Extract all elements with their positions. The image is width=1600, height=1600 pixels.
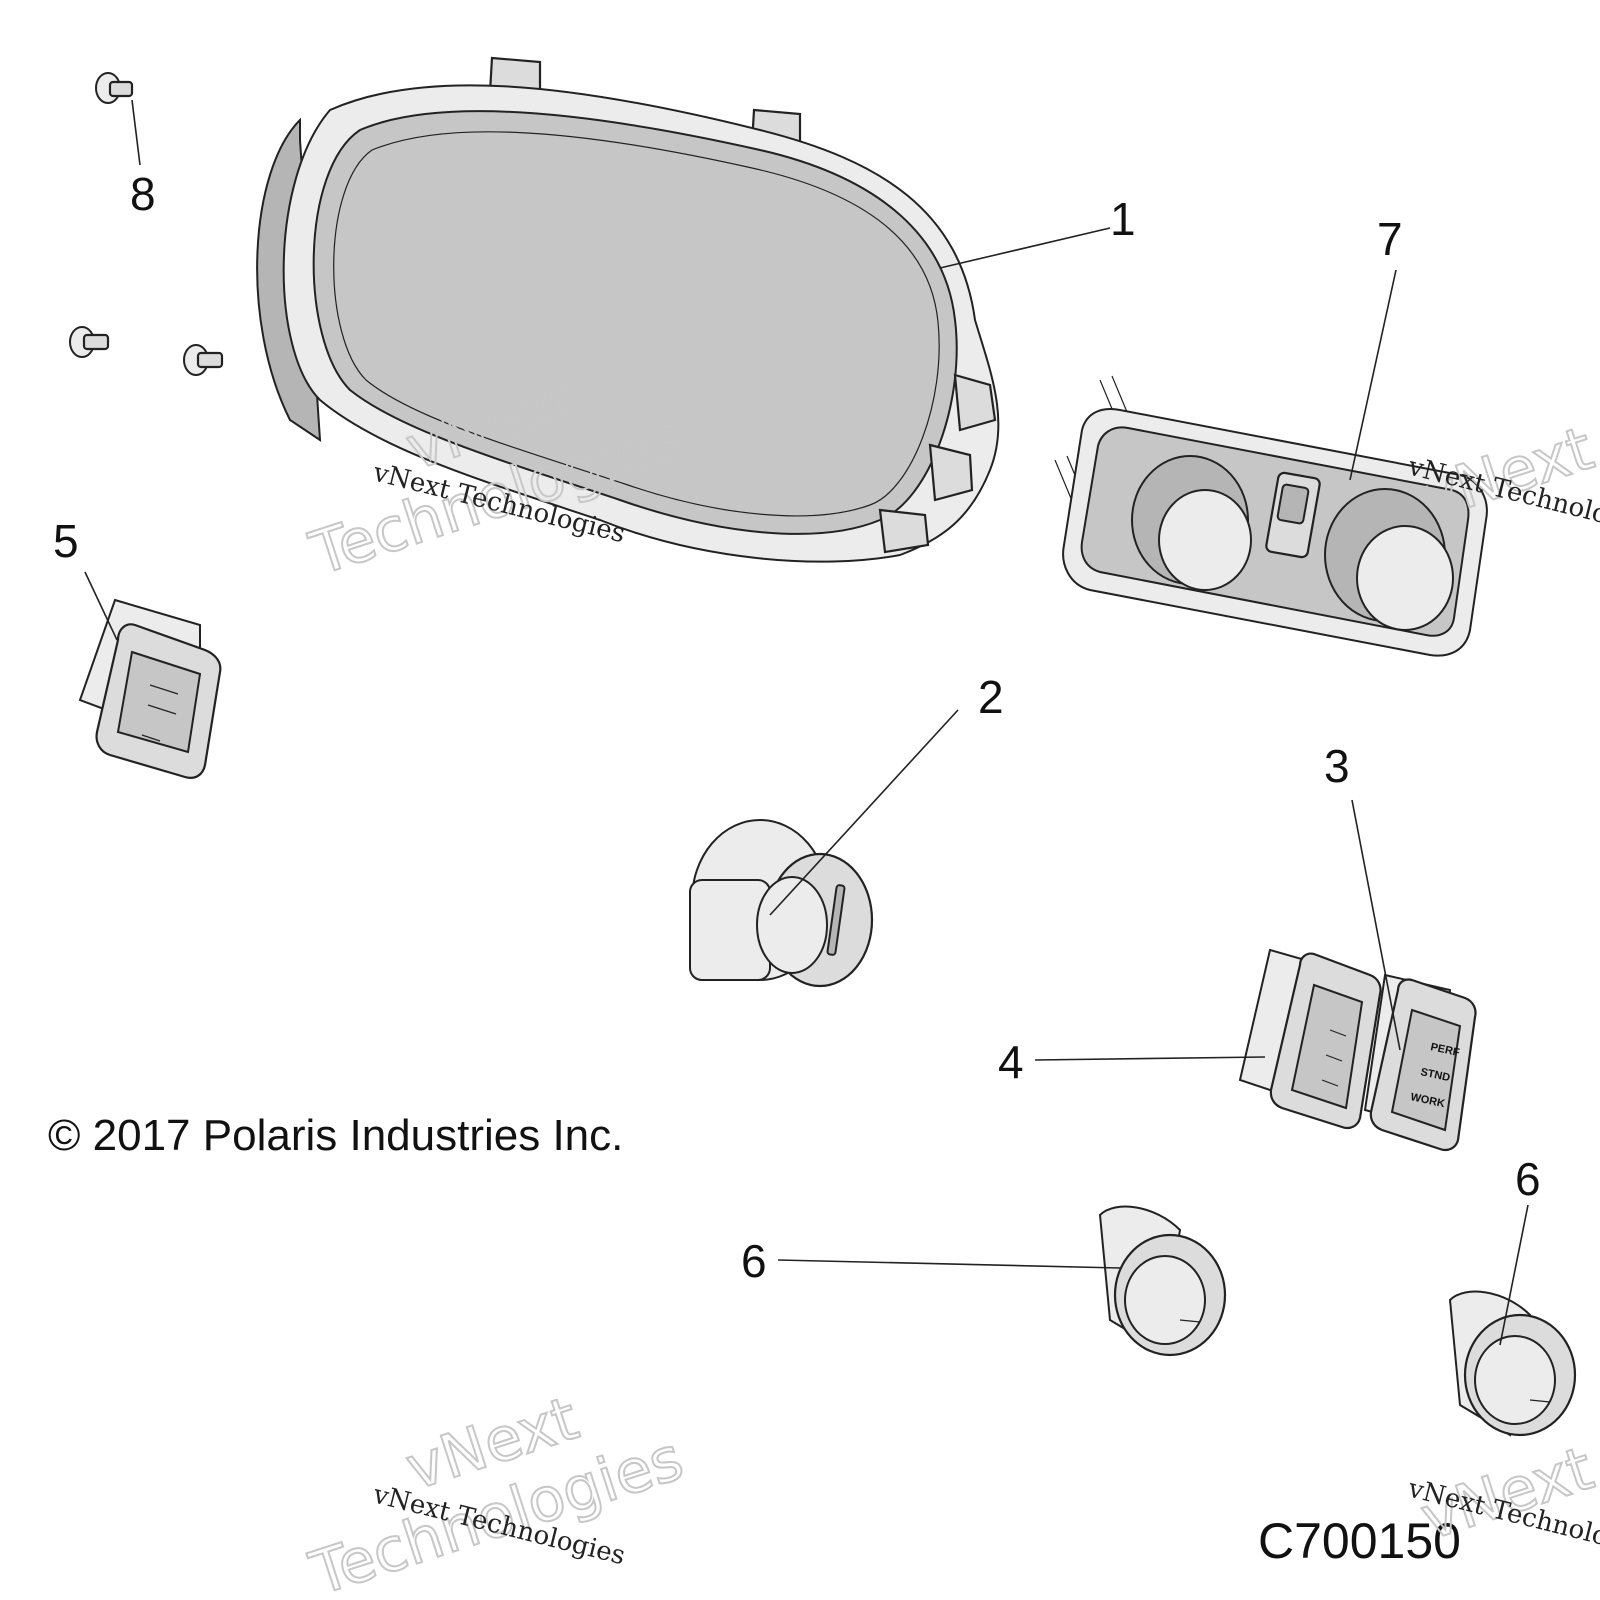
screw-8-top bbox=[95, 72, 134, 104]
screw-8-right bbox=[183, 344, 224, 376]
callout-3: 3 bbox=[1324, 740, 1350, 792]
hvac-control-panel bbox=[1054, 375, 1488, 657]
screw-8-left bbox=[69, 326, 110, 358]
callout-5: 5 bbox=[53, 515, 79, 567]
callout-8: 8 bbox=[130, 168, 156, 220]
leader-7 bbox=[1349, 269, 1397, 481]
copyright-notice: © 2017 Polaris Industries Inc. bbox=[48, 1111, 623, 1160]
watermark-right-top: vNext vNext Technologies bbox=[1404, 413, 1600, 544]
leader-2 bbox=[769, 709, 959, 916]
indicator-lamp-6-right bbox=[1448, 1290, 1577, 1437]
leader-4 bbox=[1034, 1056, 1266, 1061]
watermark-right-bottom: vNext vNext Technologies bbox=[1404, 1433, 1600, 1566]
callout-2: 2 bbox=[978, 671, 1004, 723]
callout-7: 7 bbox=[1377, 213, 1403, 265]
leader-5 bbox=[84, 571, 118, 641]
leader-3 bbox=[1351, 799, 1401, 1051]
ignition-switch-2 bbox=[689, 819, 874, 988]
leader-6a bbox=[777, 1259, 1121, 1269]
performance-mode-switch-3: PERF STND WORK bbox=[1363, 973, 1477, 1152]
leader-6b bbox=[1499, 1204, 1529, 1346]
rocker-switch-5 bbox=[78, 598, 222, 779]
callout-6-right: 6 bbox=[1515, 1153, 1541, 1205]
leader-lines bbox=[84, 99, 1529, 1346]
callout-4: 4 bbox=[998, 1036, 1024, 1088]
indicator-lamp-6-left bbox=[1098, 1205, 1227, 1357]
instrument-cluster bbox=[256, 56, 1000, 563]
callout-numbers: 1 2 3 4 5 6 6 7 8 bbox=[53, 168, 1541, 1287]
leader-8 bbox=[131, 99, 141, 166]
figure-id: C700150 bbox=[1258, 1513, 1461, 1569]
callout-6-left: 6 bbox=[741, 1235, 767, 1287]
leader-1 bbox=[939, 227, 1111, 269]
drive-mode-switch-4 bbox=[1238, 948, 1382, 1130]
watermark-bottom: vNext Technologies vNext Technologies bbox=[301, 1383, 692, 1600]
callout-1: 1 bbox=[1110, 193, 1136, 245]
